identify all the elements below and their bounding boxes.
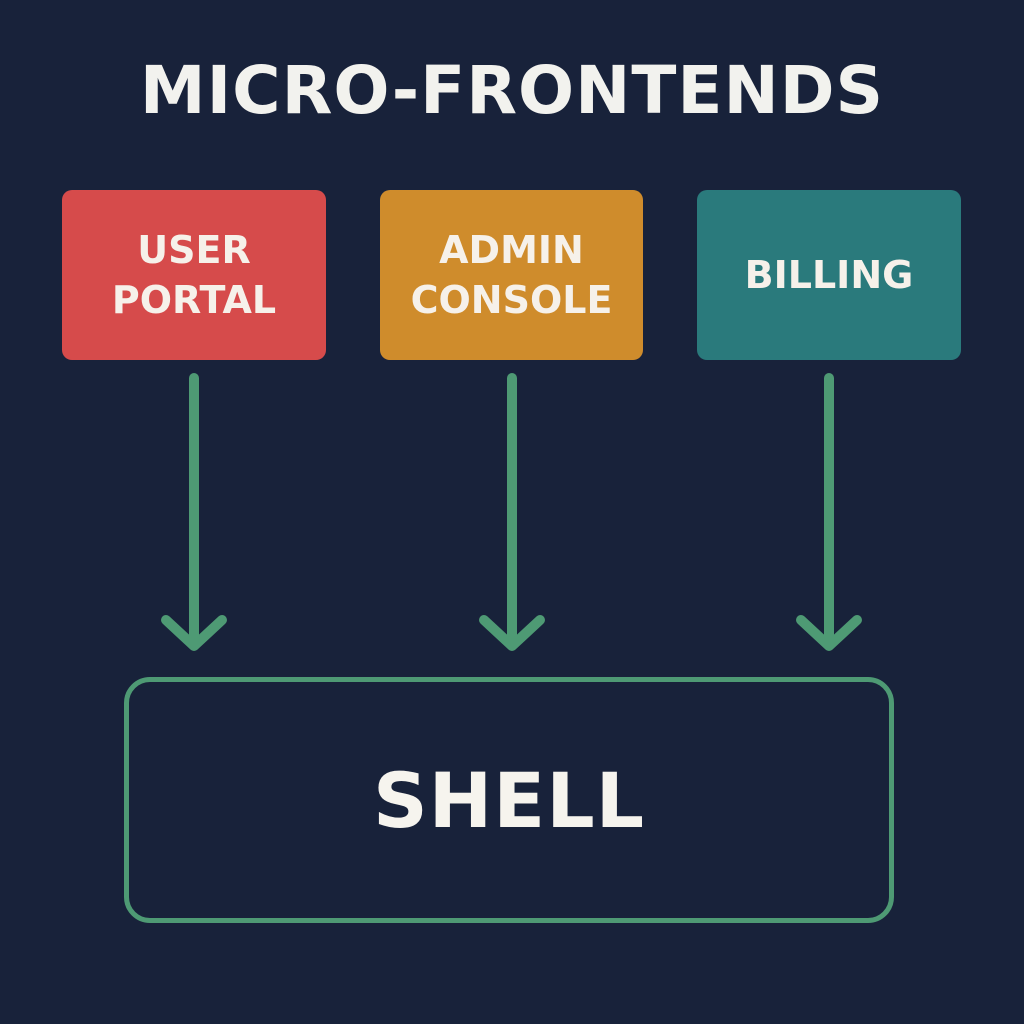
shell-box: SHELL bbox=[124, 677, 894, 923]
admin-console-label: ADMIN CONSOLE bbox=[410, 228, 613, 322]
shell-label: SHELL bbox=[372, 755, 646, 845]
arrow-admin-console-to-shell bbox=[479, 373, 545, 651]
admin-console-box: ADMIN CONSOLE bbox=[380, 190, 643, 360]
billing-label: BILLING bbox=[744, 253, 914, 297]
user-portal-box: USER PORTAL bbox=[62, 190, 326, 360]
billing-box: BILLING bbox=[697, 190, 961, 360]
arrow-user-portal-to-shell bbox=[161, 373, 227, 651]
arrow-billing-to-shell bbox=[796, 373, 862, 651]
diagram-title: MICRO-FRONTENDS bbox=[139, 52, 885, 129]
user-portal-label: USER PORTAL bbox=[111, 228, 277, 322]
